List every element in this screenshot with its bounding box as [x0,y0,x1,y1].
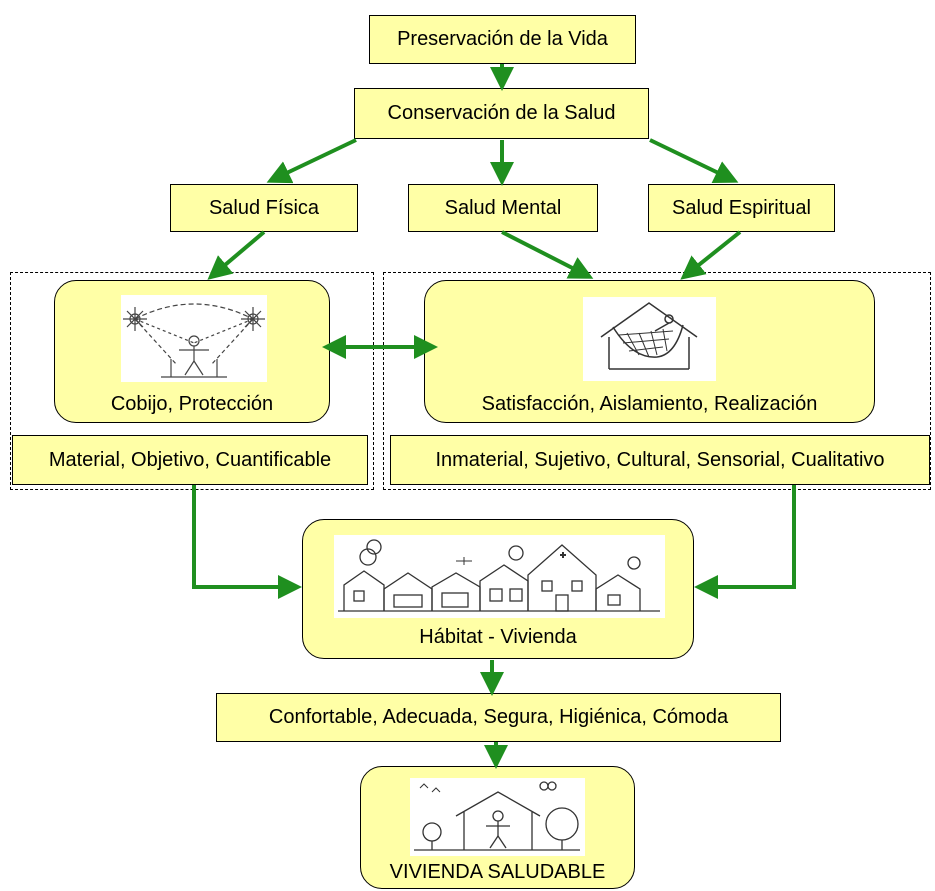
hammock-icon [600,302,698,370]
arrow-espiritual-satisfaccion [680,230,742,280]
node-satisfaccion: Satisfacción, Aislamiento, Realización [424,280,875,423]
person-sun-icon [123,303,265,378]
node-inmaterial: Inmaterial, Sujetivo, Cultural, Sensoria… [390,435,930,485]
node-habitat-label: Hábitat - Vivienda [419,626,577,648]
node-habitat: Hábitat - Vivienda [302,519,694,659]
inmaterial-group-frame [383,272,931,490]
arrow-fisica-cobijo [207,230,266,280]
node-cobijo-label: Cobijo, Protección [110,393,274,415]
arrow-conservacion-espiritual [649,138,739,183]
node-conservacion: Conservación de la Salud [354,88,649,139]
arrow-inmaterial-habitat [694,485,796,599]
person-sun-illustration [121,295,267,382]
node-cobijo: Cobijo, Protección [54,280,330,423]
node-salud-espiritual: Salud Espiritual [648,184,835,232]
node-preservacion: Preservación de la Vida [369,15,636,64]
node-material: Material, Objetivo, Cuantificable [12,435,368,485]
healthy-home-icon [414,781,580,851]
node-salud-fisica: Salud Física [170,184,358,232]
village-icon [338,539,660,612]
node-satisfaccion-label: Satisfacción, Aislamiento, Realización [481,393,818,415]
hammock-illustration [583,297,716,381]
village-illustration [334,535,665,618]
healthy-home-illustration [410,778,585,856]
node-vivienda-saludable-label: VIVIENDA SALUDABLE [389,861,606,883]
arrow-mental-satisfaccion [501,230,594,279]
arrow-material-habitat [192,485,302,599]
arrow-conservacion-fisica [266,138,357,184]
node-vivienda-saludable: VIVIENDA SALUDABLE [360,766,635,889]
